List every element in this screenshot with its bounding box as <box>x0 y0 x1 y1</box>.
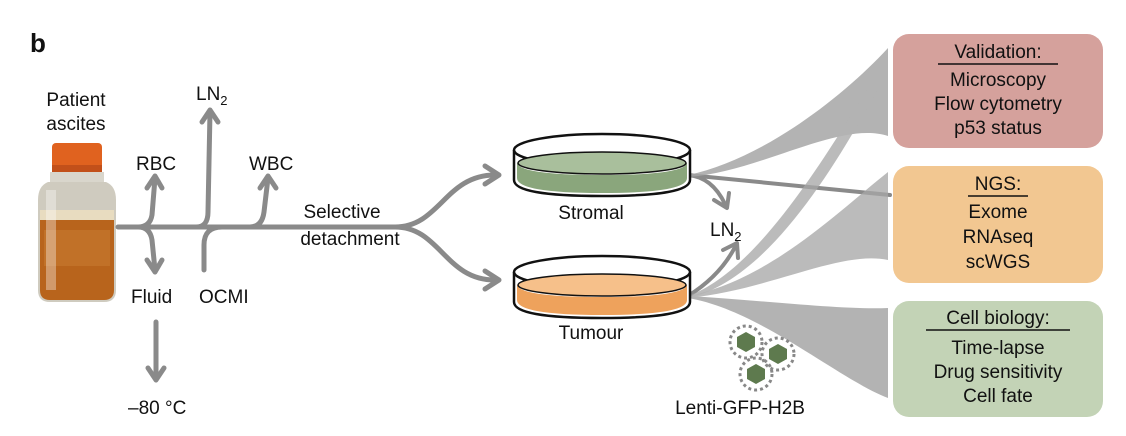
ngs-item: RNAseq <box>963 227 1034 248</box>
detachment-label: detachment <box>300 229 400 250</box>
minus80-label: –80 °C <box>128 398 186 419</box>
ngs-item: scWGS <box>966 252 1030 273</box>
ascites-bottle-image <box>38 143 116 302</box>
panel-letter: b <box>30 28 46 58</box>
output-fans <box>688 48 888 398</box>
ngs-box: NGS: Exome RNAseq scWGS <box>893 166 1103 283</box>
cell-biology-item: Drug sensitivity <box>934 362 1063 383</box>
cell-biology-box: Cell biology: Time-lapse Drug sensitivit… <box>893 301 1103 417</box>
stromal-dish <box>512 132 692 198</box>
cell-biology-title: Cell biology: <box>946 308 1050 329</box>
ngs-item: Exome <box>968 202 1027 223</box>
sample-label-line1: Patient <box>46 90 106 111</box>
rbc-label: RBC <box>136 154 176 175</box>
lenti-label: Lenti-GFP-H2B <box>675 398 805 419</box>
ocmi-label: OCMI <box>199 287 249 308</box>
validation-title: Validation: <box>954 42 1041 63</box>
cell-biology-item: Cell fate <box>963 386 1033 407</box>
tumour-dish <box>512 254 692 320</box>
wbc-label: WBC <box>249 154 293 175</box>
validation-item: Microscopy <box>950 70 1047 91</box>
selective-label: Selective <box>303 202 380 223</box>
fluid-label: Fluid <box>131 287 172 308</box>
validation-item: p53 status <box>954 118 1042 139</box>
flow-arrows <box>115 107 892 383</box>
cell-biology-item: Time-lapse <box>951 338 1044 359</box>
ngs-title: NGS: <box>975 174 1021 195</box>
ln2-top-label: LN2 <box>196 84 228 108</box>
ln2-mid-label: LN2 <box>710 220 742 244</box>
sample-label-line2: ascites <box>46 114 105 135</box>
tumour-label: Tumour <box>559 323 624 344</box>
validation-box: Validation: Microscopy Flow cytometry p5… <box>893 34 1103 148</box>
virus-icon <box>728 324 796 392</box>
stromal-label: Stromal <box>558 203 623 224</box>
validation-item: Flow cytometry <box>934 94 1062 115</box>
